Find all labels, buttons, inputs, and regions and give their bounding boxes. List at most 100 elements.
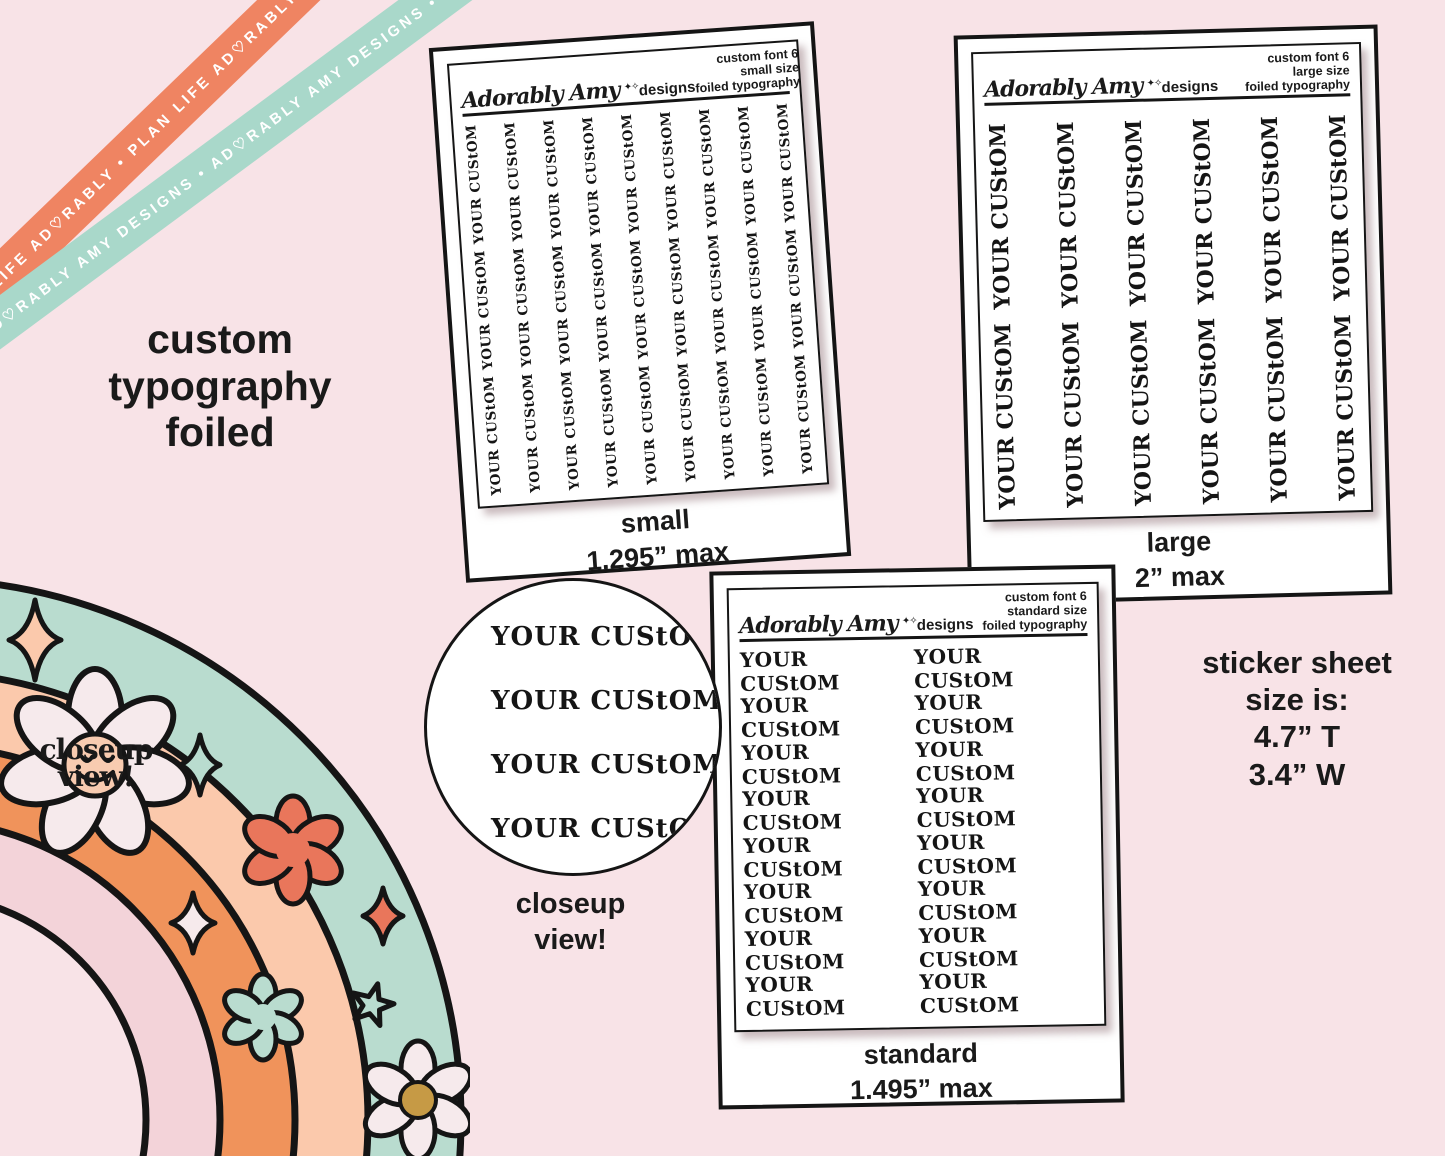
sparkle-icon: ✦✧ [901,615,917,628]
sticker-text: YOUR CUStOM [480,375,506,497]
sticker-text: YOUR CUStOM [1256,116,1288,303]
sticker-text: YOUR CUStOM [744,925,845,975]
sticker-text: YOUR CUStOM [510,247,536,368]
sticker-text: YOUR CUStOM [745,971,846,1022]
sticker-text: YOUR CUStOM [1330,314,1361,502]
headline-line: typography [108,362,332,409]
sticker-text: YOUR CUStOM [579,116,605,237]
rainbow-script-line: closeup [39,733,154,766]
sticker-text: YOUR CUStOM [519,372,545,494]
rainbow-illustration [0,581,470,1156]
closeup-label-line: closeup [515,888,626,920]
sticker-row: YOUR CUStOM YOUR CUStOM YOUR CUStOM YOUR CU… [463,100,799,244]
brand-logo: Adorably Amy ✦✧designs [984,73,1219,103]
rainbow-closeup-script: closeup view! [14,733,178,793]
sparkle-icon: ✦✧ [623,81,639,94]
sticker-text: YOUR CUStOM [984,123,1016,311]
closeup-label-line: view! [534,924,607,957]
sticker-text: YOUR CUStOM [541,118,566,240]
daisy-gold-icon [362,1038,470,1156]
sparkle-teal-icon [177,732,223,798]
sticker-text: YOUR CUStOM [502,121,527,243]
sticker-text: YOUR CUStOM [666,236,691,357]
card-label-size: 1.495” max [849,1073,993,1106]
sticker-text: YOUR CUStOM [636,364,661,486]
smiley-face [75,755,115,783]
sheet-title: custom font 6 standard size foiled typog… [982,589,1088,633]
card-label-standard: standard 1.495” max [735,1034,1108,1111]
sticker-text: YOUR CUStOM [740,692,841,743]
headline-line: foiled [165,409,275,456]
rainbow-decorations [6,597,470,1156]
headline-line: custom [147,316,293,362]
sparkle-icon: ✦✧ [1146,78,1162,90]
flower-teal-icon [222,971,304,1063]
sticker-text: YOUR CUStOM [1188,117,1220,305]
sticker-text: YOUR CUStOM [491,814,722,844]
daisy-flower-smiley [0,666,192,856]
brand-logo: Adorably Amy ✦✧designs [739,611,974,640]
brand-logo-designs: designs [638,78,696,100]
sticker-row: YOUR CUStOM YOUR CUStOM YOUR CUStOM YOUR CU… [984,103,1356,311]
sticker-text: YOUR CUStOM [657,110,683,232]
sticker-text: YOUR CUStOM [753,356,778,478]
sticker-text: YOUR CUStOM [742,785,843,836]
sticker-text: YOUR CUStOM [558,370,583,491]
sticker-sheet-standard: Adorably Amy ✦✧designs custom font 6 sta… [726,581,1107,1033]
size-note-line: size is: [1245,682,1349,718]
card-standard-size: Adorably Amy ✦✧designs custom font 6 sta… [709,564,1125,1111]
brand-logo: Adorably Amy ✦✧designs [460,74,696,115]
flower-coral-icon [242,793,344,907]
size-note-line: sticker sheet [1202,645,1392,680]
sheet-title: custom font 6 large size foiled typograp… [1244,49,1351,94]
sticker-text: YOUR CUStOM [792,353,817,475]
sticker-text: YOUR CUStOM [917,875,1019,925]
sticker-row: YOUR CUStOM YOUR CUStOM YOUR CUStOM YOUR CU… [472,226,808,371]
sparkle-coral-icon [360,885,406,947]
sheet-header: Adorably Amy ✦✧designs custom font 6 sta… [738,589,1088,643]
sticker-text: YOUR CUStOM [1120,119,1152,307]
sheet-size-note: sticker sheet size is: 4.7” T 3.4” W [1152,644,1442,793]
sticker-text: YOUR CUStOM [1324,114,1356,302]
sticker-text: YOUR CUStOM [1058,321,1090,509]
sticker-text: YOUR CUStOM [714,359,739,480]
brand-logo-designs: designs [916,616,974,635]
sticker-text: YOUR CUStOM [990,323,1022,510]
sticker-text: YOUR CUStOM [739,646,841,696]
sticker-text: YOUR CUStOM [618,113,644,234]
sticker-text: YOUR CUStOM [472,249,497,371]
sheet-title: custom font 6 small size foiled typograp… [693,46,801,95]
sticker-text: YOUR CUStOM [915,736,1016,786]
sticker-text: YOUR CUStOM [918,922,1019,972]
sheet-title-line: foiled typography [982,616,1088,633]
sticker-text: YOUR CUStOM [588,241,614,363]
sticker-text: YOUR CUStOM [705,233,730,355]
brand-logo-designs: designs [1161,77,1219,97]
sticker-text: YOUR CUStOM [1194,317,1225,505]
sticker-text: YOUR CUStOM [741,739,842,789]
sheet-title-line: foiled typography [1244,76,1351,94]
sticker-text: YOUR CUStOM [1126,319,1157,507]
brand-logo-script: Adorably Amy [460,77,621,115]
sticker-text: YOUR CUStOM [491,622,722,652]
sticker-text: YOUR CUStOM [696,107,721,229]
size-note-line: 3.4” W [1248,756,1346,792]
sticker-row: YOUR CUStOM YOUR CUStOM [741,735,1090,788]
sticker-grid-large: YOUR CUStOM YOUR CUStOM YOUR CUStOM YOUR CU… [985,103,1361,510]
sticker-text: YOUR CUStOM [1262,315,1293,503]
sticker-text: YOUR CUStOM [549,244,575,366]
sticker-text: YOUR CUStOM [491,686,722,716]
size-note-line: 4.7” T [1253,719,1341,755]
sparkle-white-icon [168,890,218,956]
sticker-text: YOUR CUStOM [597,367,622,489]
sticker-sheet-small: Adorably Amy ✦✧designs custom font 6 sma… [446,39,830,510]
rainbow-script-line: view! [57,759,135,793]
sticker-text: YOUR CUStOM [735,105,760,226]
